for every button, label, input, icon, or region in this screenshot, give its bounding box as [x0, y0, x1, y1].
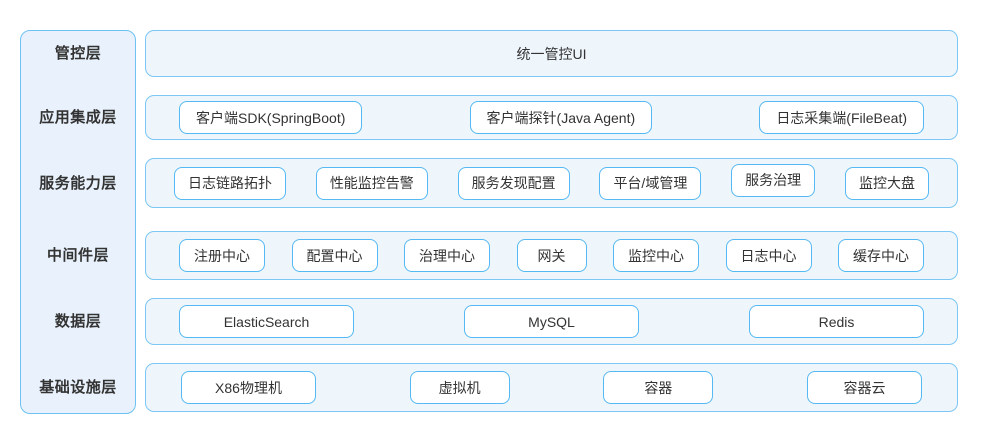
component-platform-domain-mgmt: 平台/域管理 — [599, 166, 702, 200]
component-log-trace-topology: 日志链路拓扑 — [174, 166, 286, 200]
component-config-center: 配置中心 — [291, 239, 378, 272]
layer-row-infrastructure: X86物理机 虚拟机 容器 容器云 — [145, 363, 958, 412]
component-elasticsearch: ElasticSearch — [179, 305, 354, 338]
component-mysql: MySQL — [464, 305, 639, 338]
layer-label-infrastructure: 基础设施层 — [39, 379, 117, 396]
layer-row-management: 统一管控UI — [145, 30, 958, 77]
component-virtual-machine: 虚拟机 — [409, 371, 510, 404]
component-service-discovery-config: 服务发现配置 — [457, 166, 570, 200]
layer-label-column: 管控层 应用集成层 服务能力层 中间件层 数据层 基础设施层 — [20, 30, 136, 414]
component-governance-center: 治理中心 — [404, 239, 490, 272]
component-gateway: 网关 — [516, 239, 587, 272]
layer-row-data: ElasticSearch MySQL Redis — [145, 298, 958, 345]
component-monitor-dashboard: 监控大盘 — [844, 166, 929, 200]
layer-label-service-capability: 服务能力层 — [39, 175, 117, 192]
layer-label-management: 管控层 — [54, 45, 102, 62]
layer-label-middleware: 中间件层 — [46, 247, 109, 264]
layer-label-app-integration: 应用集成层 — [39, 109, 117, 126]
component-performance-monitor-alert: 性能监控告警 — [315, 166, 428, 200]
layer-row-middleware: 注册中心 配置中心 治理中心 网关 监控中心 日志中心 缓存中心 — [145, 231, 958, 280]
component-filebeat: 日志采集端(FileBeat) — [759, 101, 924, 134]
component-log-center: 日志中心 — [725, 239, 812, 272]
component-cache-center: 缓存中心 — [838, 239, 924, 272]
component-monitor-center: 监控中心 — [613, 239, 699, 272]
component-java-agent: 客户端探针(Java Agent) — [469, 101, 653, 134]
component-client-sdk: 客户端SDK(SpringBoot) — [179, 101, 363, 134]
component-container: 容器 — [603, 371, 714, 404]
layer-label-data: 数据层 — [54, 313, 102, 330]
component-redis: Redis — [749, 305, 924, 338]
layer-row-app-integration: 客户端SDK(SpringBoot) 客户端探针(Java Agent) 日志采… — [145, 95, 958, 140]
component-x86-physical-machine: X86物理机 — [181, 371, 316, 404]
component-service-governance: 服务治理 — [731, 163, 816, 197]
component-registry-center: 注册中心 — [179, 239, 265, 272]
component-unified-ui: 统一管控UI — [516, 45, 587, 62]
layer-row-service-capability: 日志链路拓扑 性能监控告警 服务发现配置 平台/域管理 服务治理 监控大盘 — [145, 158, 958, 208]
component-container-cloud: 容器云 — [806, 371, 922, 404]
